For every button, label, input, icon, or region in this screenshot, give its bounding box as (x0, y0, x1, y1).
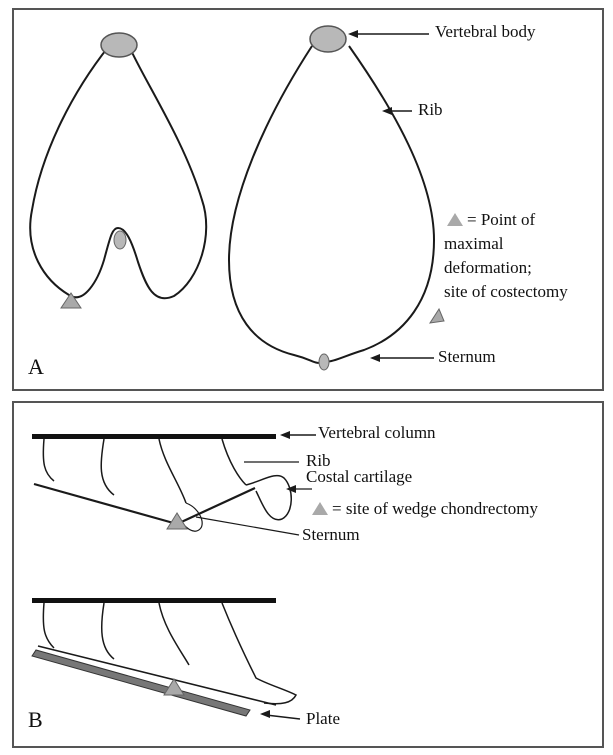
label-vertebral-column: Vertebral column (318, 423, 436, 443)
label-costal-cartilage: Costal cartilage (306, 467, 412, 487)
label-sternum-b: Sternum (302, 525, 360, 545)
label-rib: Rib (418, 100, 443, 120)
legend-line-1: = Point of (447, 210, 535, 230)
arrow-vertebral-body (348, 30, 358, 38)
legend-line-3: deformation; (444, 258, 532, 278)
triangle-marker-icon (312, 502, 328, 515)
legend-line-4: site of costectomy (444, 282, 568, 302)
vertebral-body-left (101, 33, 137, 57)
panel-a: Vertebral body Rib = Point of maximal de… (12, 8, 604, 391)
panel-letter-b: B (28, 707, 43, 733)
panel-letter-a: A (28, 354, 44, 380)
costal-cartilage-upper (246, 476, 291, 520)
arrow-vertebral-column (280, 431, 290, 439)
sternum-right (319, 354, 329, 370)
deformed-chest-outline (30, 46, 206, 298)
rib-lower-3 (159, 603, 189, 665)
rib-upper-4 (222, 439, 246, 485)
label-plate: Plate (306, 709, 340, 729)
arrow-sternum (370, 354, 380, 362)
deformation-marker-left (61, 293, 81, 308)
arrow-plate (260, 710, 270, 718)
rib-upper-3 (159, 439, 186, 503)
vertebral-column-lower (32, 598, 276, 603)
sternum-left (114, 231, 126, 249)
deformation-marker-right (430, 309, 444, 323)
label-vertebral-body: Vertebral body (435, 22, 536, 42)
panel-b: Vertebral column Rib Costal cartilage = … (12, 401, 604, 748)
legend-line-2: maximal (444, 234, 503, 254)
plate (32, 650, 250, 716)
panel-a-drawing (14, 10, 606, 393)
vertebral-column-upper (32, 434, 276, 439)
vertebral-body-right (310, 26, 346, 52)
triangle-marker-icon (447, 213, 463, 226)
corrected-chest-outline (229, 46, 434, 363)
rib-lower-1 (43, 603, 54, 648)
arrow-rib (382, 107, 392, 115)
legend-chondrectomy: = site of wedge chondrectomy (312, 499, 538, 519)
rib-upper-2 (101, 439, 114, 495)
rib-lower-4 (222, 603, 296, 704)
rib-lower-2 (102, 603, 114, 659)
label-sternum: Sternum (438, 347, 496, 367)
rib-upper-1 (43, 439, 54, 481)
